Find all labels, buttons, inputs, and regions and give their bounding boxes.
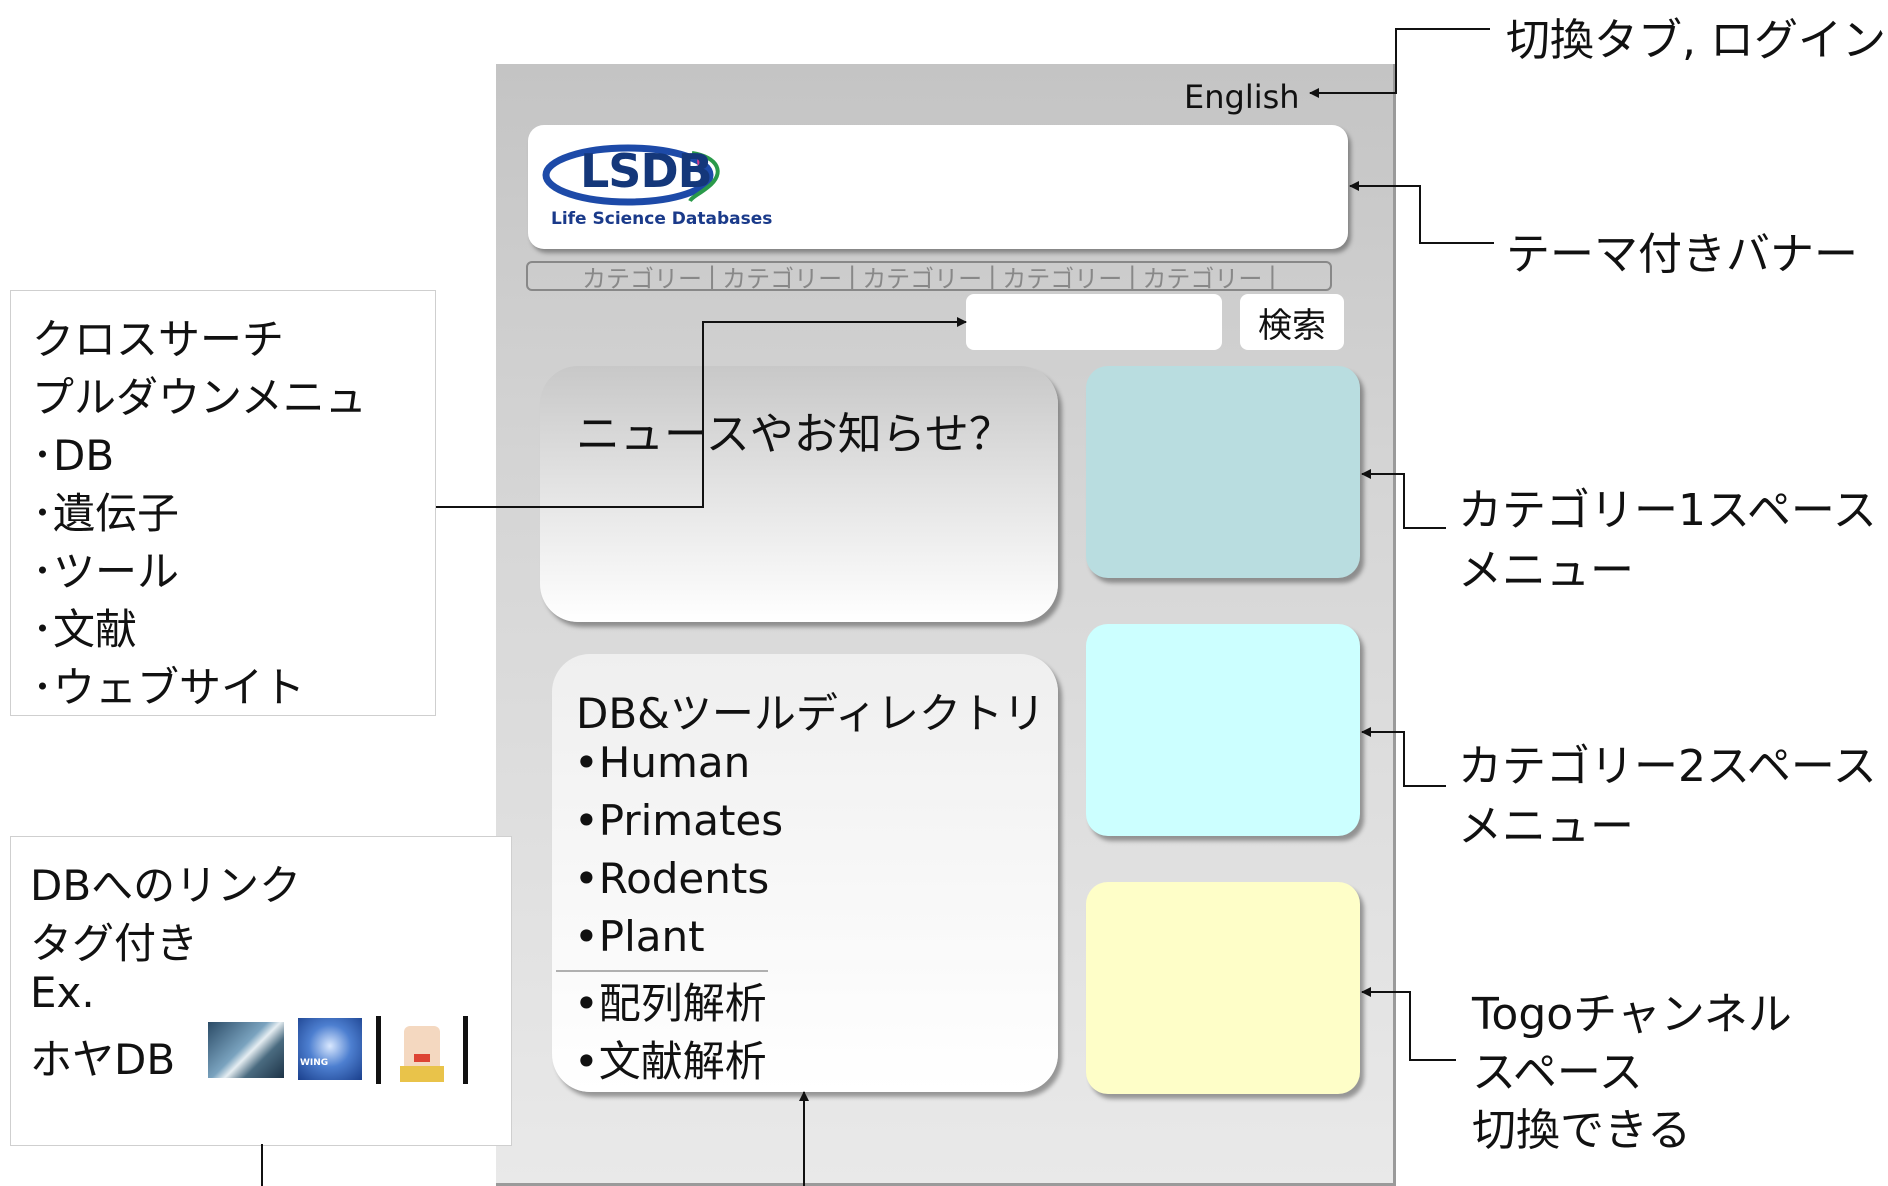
- search-input[interactable]: [966, 294, 1222, 350]
- directory-divider: [556, 970, 768, 972]
- callout-line: ･文献: [32, 605, 138, 654]
- logo-subtitle: Life Science Databases: [551, 209, 773, 229]
- db-links-callout: [10, 836, 512, 1146]
- callout-line: DBへのリンク: [30, 861, 302, 910]
- annotation-togo: 切換できる: [1472, 1105, 1692, 1156]
- callout-line: ･ウェブサイト: [32, 663, 306, 712]
- annotation-category1: カテゴリー1スペース: [1458, 485, 1877, 536]
- category-separator: |: [708, 262, 717, 290]
- directory-item[interactable]: •配列解析: [574, 979, 767, 1028]
- callout-line: ホヤDB: [30, 1035, 176, 1084]
- db-thumbnail-3-detail: [414, 1054, 430, 1062]
- db-thumbnail-2[interactable]: [298, 1018, 362, 1080]
- category-tab[interactable]: カテゴリー: [1002, 264, 1123, 291]
- arrow-banner: [1349, 181, 1494, 244]
- annotation-togo: Togoチャンネル: [1472, 989, 1792, 1040]
- callout-line: Ex.: [30, 968, 95, 1017]
- arrow-category1: [1361, 469, 1446, 529]
- logo-text: LSDB: [580, 144, 713, 198]
- directory-item[interactable]: •文献解析: [574, 1037, 767, 1086]
- category-separator: |: [848, 262, 857, 290]
- directory-item[interactable]: •Rodents: [574, 854, 770, 903]
- directory-item[interactable]: •Human: [574, 738, 751, 787]
- annotation-banner: テーマ付きバナー: [1506, 229, 1858, 280]
- annotation-category1: メニュー: [1458, 545, 1634, 596]
- arrow-category2: [1361, 727, 1446, 787]
- db-thumbnail-2-label: WING: [300, 1058, 329, 1068]
- callout-line: ･遺伝子: [32, 489, 180, 538]
- db-thumbnail-3-detail: [400, 1066, 444, 1082]
- arrow-togo: [1361, 987, 1456, 1061]
- category-tab[interactable]: カテゴリー: [862, 264, 983, 291]
- category-tab[interactable]: カテゴリー: [1142, 264, 1263, 291]
- cross-search-callout: [10, 290, 436, 716]
- category-separator: |: [1268, 262, 1277, 290]
- directory-item[interactable]: •Plant: [574, 912, 705, 961]
- annotation-category2: カテゴリー2スペース: [1458, 741, 1877, 792]
- category-separator: |: [988, 262, 997, 290]
- category-tab[interactable]: カテゴリー: [722, 264, 843, 291]
- category-tab[interactable]: カテゴリー: [582, 264, 702, 291]
- language-switch-link[interactable]: English: [1184, 78, 1300, 116]
- category1-space[interactable]: [1086, 366, 1360, 578]
- theme-banner: [528, 125, 1348, 249]
- callout-line: クロスサーチ: [32, 315, 285, 364]
- category-separator: |: [1128, 262, 1137, 290]
- news-panel: [540, 366, 1058, 622]
- callout-line: ･ツール: [32, 547, 180, 596]
- category-nav: カテゴリー | カテゴリー | カテゴリー | カテゴリー | カテゴリー |: [526, 261, 1332, 291]
- search-button[interactable]: 検索: [1240, 294, 1344, 350]
- lsdb-logo-icon: [542, 144, 720, 206]
- category2-space[interactable]: [1086, 624, 1360, 836]
- annotation-tab-login: 切換タブ, ログイン: [1506, 15, 1886, 66]
- directory-panel: [552, 654, 1058, 1092]
- arrow-cross-search: [436, 317, 967, 508]
- togo-channel-space[interactable]: [1086, 882, 1360, 1094]
- news-title: ニュースやお知らせ？: [576, 409, 1013, 460]
- callout-line: ･DB: [32, 431, 115, 480]
- annotation-togo: スペース: [1472, 1047, 1643, 1098]
- db-thumbnail-1[interactable]: [208, 1022, 284, 1078]
- annotation-category2: メニュー: [1458, 801, 1634, 852]
- directory-item[interactable]: •Primates: [574, 796, 784, 845]
- callout-line: タグ付き: [30, 919, 199, 968]
- arrow-tab-login: [1309, 28, 1490, 98]
- directory-title: DB&ツールディレクトリ: [576, 689, 1045, 738]
- callout-line: プルダウンメニュ: [32, 373, 367, 422]
